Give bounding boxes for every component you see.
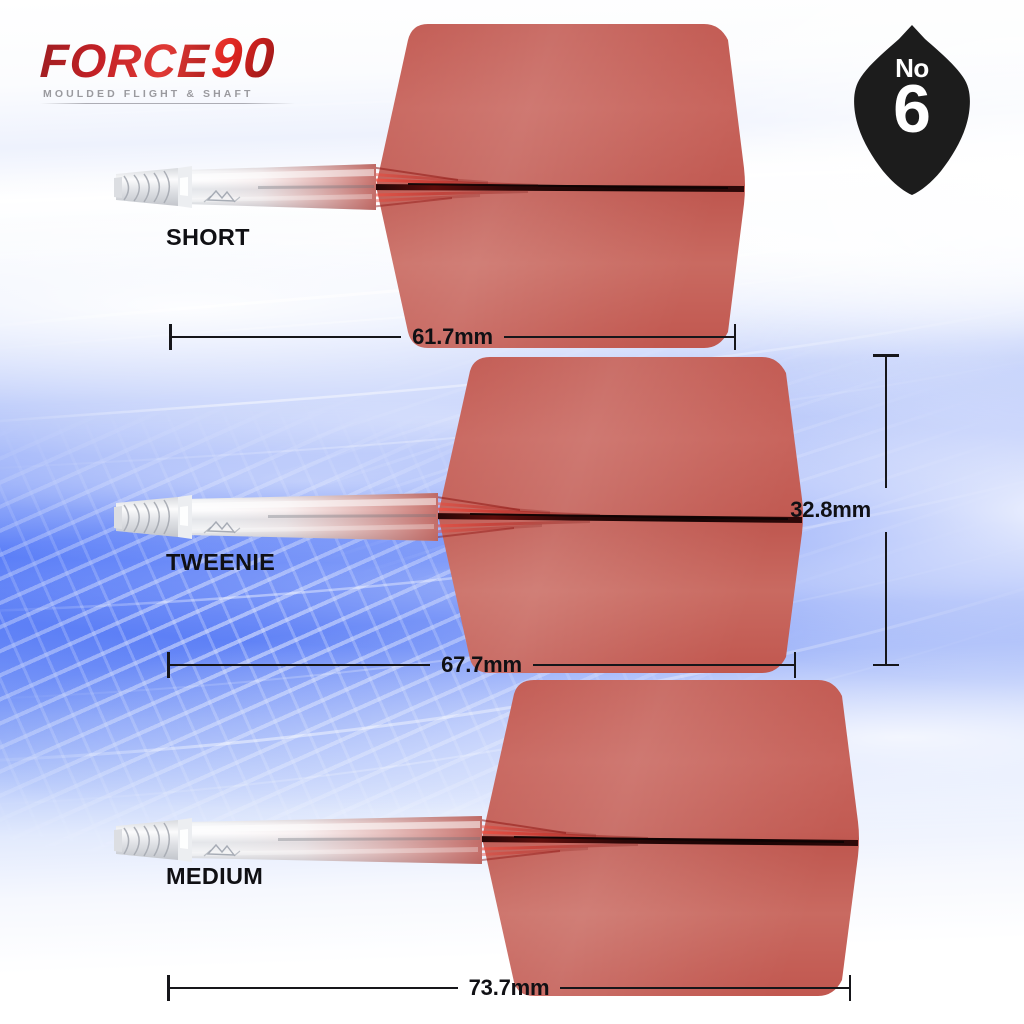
brand-tagline: MOULDED FLIGHT & SHAFT [43,88,254,100]
dimension-rule-left [169,663,431,667]
flight-medium-spine [462,818,858,862]
badge-number-label: 6 [893,71,931,147]
badge-flight-silhouette-icon [854,25,970,195]
dimension-length-medium: 73.7mm [167,975,851,1001]
dimension-rule-right [532,663,794,667]
shaft-tweenie-icon [178,493,438,541]
dart-assembly-tweenie: TWEENIE [108,353,808,673]
dimension-tick-right [733,324,736,350]
flight-medium-icon [482,680,859,996]
dimension-tick-right [793,652,796,678]
dart-size-label-tweenie: TWEENIE [166,549,276,575]
dart-size-label-short: SHORT [166,224,250,250]
dimension-rule-top [884,356,888,488]
brand-underline-rule [40,103,295,104]
dimension-value-short: 61.7mm [412,324,493,349]
dimension-tick-right [848,975,851,1001]
dart-tweenie-graphic [114,357,803,673]
dimension-length-tweenie: 67.7mm [167,652,796,678]
shaft-short-icon [178,164,376,210]
dimension-rule-left [171,335,402,339]
dimension-tick-left [167,975,170,1001]
shaft-medium-icon [178,816,482,864]
dimension-tick-left [169,324,172,350]
dimension-length-short: 61.7mm [169,324,736,350]
flight-number-badge: No 6 [851,23,973,195]
dimension-rule-left [169,986,458,990]
dart-short-graphic [114,24,745,348]
dart-medium-graphic [114,680,859,996]
dimension-rule-right [560,986,849,990]
shaft-medium-thread-icon [114,820,178,860]
dart-assembly-medium: MEDIUM [108,678,864,998]
flight-tweenie-spine [418,495,802,539]
flight-short-spine [356,166,744,208]
dimension-height-flight: 32.8mm [790,354,899,666]
brand-logo: FORCE 90 MOULDED FLIGHT & SHAFT [39,26,330,104]
dimension-tick-top [873,354,899,357]
dimension-tick-bottom [873,663,899,666]
dimension-value-tweenie: 67.7mm [441,652,522,677]
shaft-short-thread-icon [114,168,178,206]
badge-prefix-label: No [895,53,929,83]
dimension-tick-left [167,652,170,678]
dimension-rule-right [503,335,734,339]
dart-size-label-medium: MEDIUM [166,863,264,889]
dimension-value-height: 32.8mm [790,497,871,522]
dart-assembly-short: SHORT [108,18,748,348]
flight-tweenie-icon [438,357,803,673]
shaft-tweenie-thread-icon [114,497,178,537]
dimension-value-medium: 73.7mm [468,975,550,1000]
dimension-rule-bottom [884,532,888,664]
